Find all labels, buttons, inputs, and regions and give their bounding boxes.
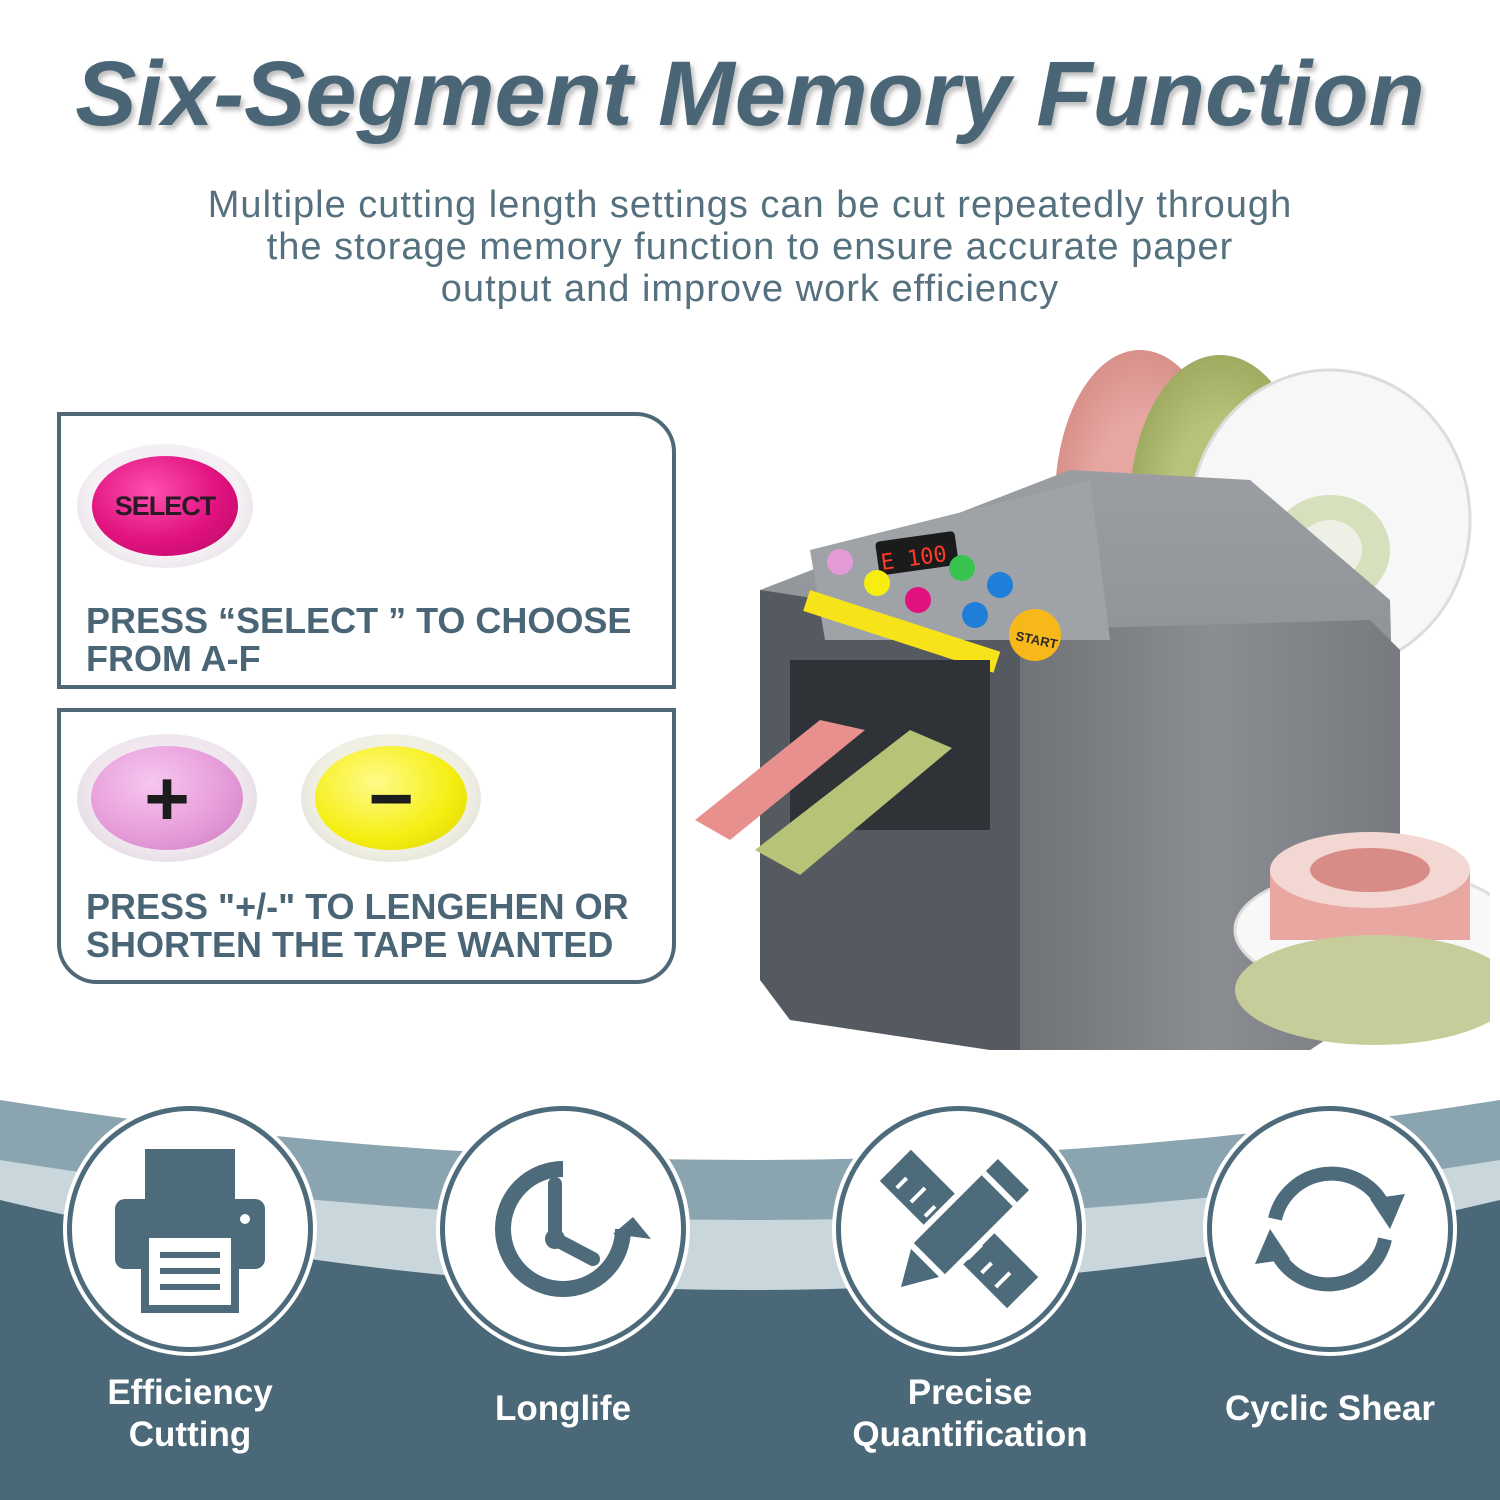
- feature-label-precise: Precise Quantification: [820, 1372, 1120, 1456]
- feature-label-longlife: Longlife: [433, 1388, 693, 1430]
- instruction-line: SHORTEN THE TAPE WANTED: [86, 924, 614, 965]
- subtitle-line: output and improve work efficiency: [440, 268, 1060, 310]
- clock-refresh-icon: [495, 1161, 651, 1297]
- plus-symbol: +: [144, 754, 190, 842]
- subtitle-line: the storage memory function to ensure ac…: [266, 226, 1234, 268]
- instruction-line: PRESS “SELECT ” TO CHOOSE: [86, 600, 632, 641]
- plus-minus-instruction-text: PRESS "+/-" TO LENGEHEN OR SHORTEN THE T…: [86, 888, 629, 964]
- page-subtitle: Multiple cutting length settings can be …: [140, 184, 1360, 310]
- feature-label-line: Efficiency: [107, 1373, 273, 1412]
- feature-label-efficiency: Efficiency Cutting: [60, 1372, 320, 1456]
- feature-circle-efficiency: [67, 1106, 313, 1352]
- feature-label-line: Longlife: [494, 1389, 632, 1428]
- cycle-arrows-icon: [1255, 1166, 1405, 1292]
- feature-label-cyclic: Cyclic Shear: [1190, 1388, 1470, 1430]
- instruction-line: FROM A-F: [86, 638, 261, 679]
- spare-tape-rolls: [1233, 832, 1490, 1045]
- page-title: Six-Segment Memory Function: [75, 43, 1425, 145]
- instruction-line: PRESS "+/-" TO LENGEHEN OR: [86, 886, 629, 927]
- select-button-image: SELECT: [77, 444, 253, 568]
- minus-symbol: −: [368, 754, 414, 842]
- select-instruction-text: PRESS “SELECT ” TO CHOOSE FROM A-F: [86, 602, 631, 678]
- printer-icon: [115, 1149, 265, 1313]
- plus-minus-instruction-box: + − PRESS "+/-" TO LENGEHEN OR SHORTEN T…: [57, 708, 676, 984]
- feature-label-line: Precise: [907, 1373, 1033, 1412]
- select-button-label: SELECT: [114, 490, 217, 521]
- tape-dispenser-machine: E 100 START: [695, 350, 1490, 1050]
- select-instruction-box: SELECT PRESS “SELECT ” TO CHOOSE FROM A-…: [57, 412, 676, 689]
- minus-button-image: −: [301, 734, 481, 862]
- feature-circle-cyclic: [1207, 1106, 1453, 1352]
- feature-label-line: Cyclic Shear: [1224, 1389, 1436, 1428]
- plus-button-image: +: [77, 734, 257, 862]
- subtitle-line: Multiple cutting length settings can be …: [207, 184, 1293, 226]
- feature-label-line: Quantification: [852, 1415, 1088, 1454]
- feature-circle-precise: [836, 1106, 1082, 1352]
- feature-circle-longlife: [440, 1106, 686, 1352]
- ruler-pencil-icon: [879, 1149, 1039, 1309]
- feature-label-line: Cutting: [128, 1415, 252, 1454]
- bottom-band: [0, 1100, 1500, 1500]
